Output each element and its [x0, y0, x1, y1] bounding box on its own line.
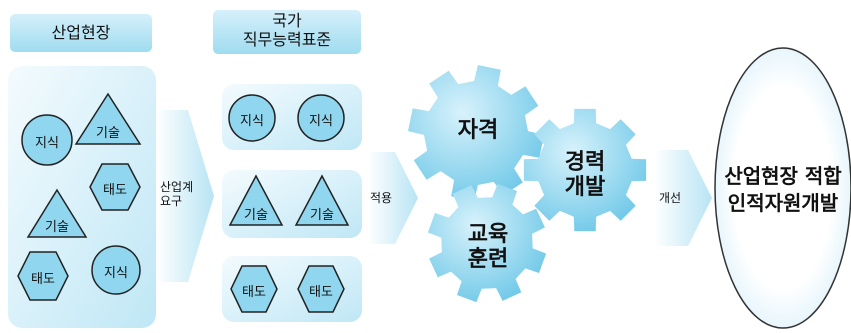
ncs-knowledge-circle [228, 94, 276, 142]
header-tab-ncs [213, 10, 361, 54]
ncs-knowledge-circle [297, 94, 345, 142]
ncs-attitude-label: 태도 [309, 285, 333, 300]
knowledge-circle [21, 114, 73, 166]
skill-triangle [26, 188, 88, 238]
apply-arrow [368, 152, 418, 244]
improve-label: 개선 [659, 191, 682, 205]
industry-demand-arrow [156, 110, 214, 282]
career-development-label: 경력 개발 [564, 150, 606, 201]
skill-label: 기술 [45, 220, 69, 235]
knowledge-label: 지식 [104, 266, 128, 281]
ncs-skill-triangle [228, 174, 284, 226]
attitude-hexagon [89, 163, 141, 211]
improve-arrow [654, 150, 712, 246]
ncs-attitude-hexagon [297, 265, 345, 313]
industry-site-title: 산업현장 [51, 23, 111, 42]
header-tab-industry [10, 14, 152, 52]
knowledge-label: 지식 [35, 136, 59, 151]
education-training-gear [427, 183, 547, 303]
qualification-label: 자격 [457, 118, 499, 143]
industry-demand-label: 산업계 요구 [160, 180, 194, 209]
knowledge-circle [91, 245, 141, 295]
result-ellipse [714, 47, 851, 329]
attitude-label: 태도 [31, 272, 55, 287]
attitude-hexagon [17, 251, 69, 301]
ncs-attitude-label: 태도 [242, 285, 266, 300]
attitude-label: 태도 [103, 183, 127, 198]
skill-triangle [74, 92, 142, 145]
ncs-knowledge-label: 지식 [309, 114, 333, 129]
education-training-label: 교육 훈련 [467, 222, 509, 273]
ncs-skill-triangle [294, 174, 350, 226]
ncs-attitude-hexagon [230, 265, 278, 313]
ncs-skill-label: 기술 [310, 208, 334, 223]
result-text: 산업현장 적합 인적자원개발 [724, 164, 842, 215]
ncs-knowledge-label: 지식 [240, 114, 264, 129]
qualification-gear [408, 65, 544, 201]
apply-label: 적용 [370, 191, 393, 205]
skill-label: 기술 [96, 126, 120, 141]
ncs-title: 국가 직무능력표준 [242, 11, 332, 50]
career-development-gear [523, 108, 647, 232]
ncs-skill-label: 기술 [244, 208, 268, 223]
